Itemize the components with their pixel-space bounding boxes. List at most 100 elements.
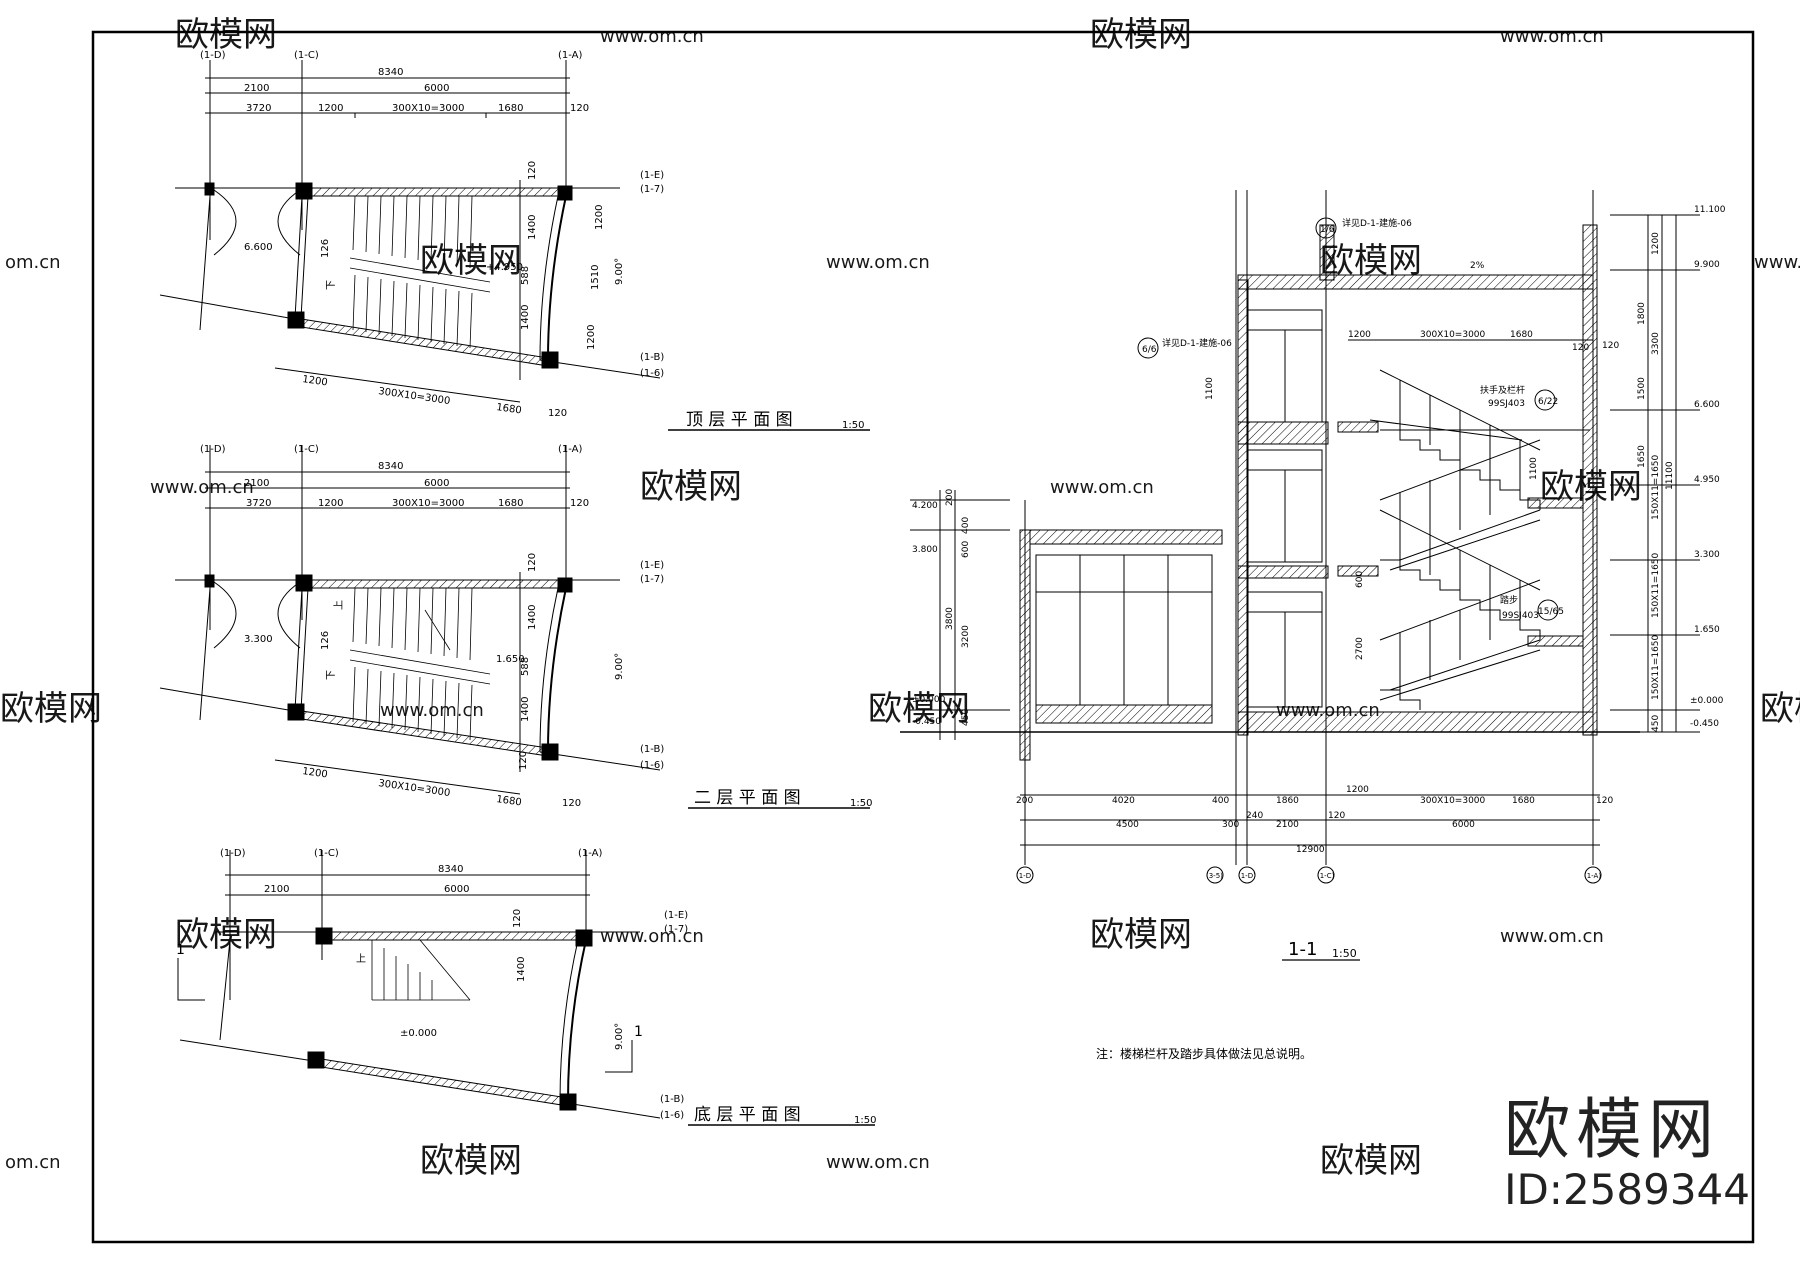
section-dim-bottom: 240 <box>1246 811 1263 821</box>
section-dim-bottom: 1680 <box>1512 796 1535 806</box>
second-dim: 1200 <box>318 498 343 509</box>
brand-stamp: 欧模网 ID:2589344 <box>1504 1094 1750 1214</box>
top-bottom-dim: 300X10=3000 <box>378 386 451 407</box>
top-plan-title: 顶 层 平 面 图 <box>686 410 793 430</box>
section-axis: (1-A) <box>1584 872 1601 880</box>
second-misc: 588 <box>520 657 531 676</box>
second-bottom-dim: 120 <box>562 798 581 809</box>
second-axis-label: (1-7) <box>640 574 664 585</box>
section-dim-right: 150X11=1650 <box>1651 454 1661 520</box>
top-bottom-dim: 1680 <box>496 402 523 416</box>
ground-plan-title: 底 层 平 面 图 <box>694 1105 801 1125</box>
watermark-url: www.om.cn <box>826 1152 930 1173</box>
section-dim-bottom: 120 <box>1328 811 1345 821</box>
ground-side-dim: 9.00° <box>614 1023 625 1050</box>
watermark-brand: 欧模网 <box>420 241 522 281</box>
second-dim: 3720 <box>246 498 271 509</box>
watermark-url: www.om.cn <box>1500 926 1604 947</box>
ground-level: ±0.000 <box>400 1028 437 1039</box>
second-dim: 2100 <box>244 478 269 489</box>
second-axis-label: (1-D) <box>200 444 226 455</box>
top-dim: 6000 <box>424 83 449 94</box>
top-dim: 8340 <box>378 67 403 78</box>
section-dim-left: 3200 <box>961 625 971 648</box>
ground-axis-label: (1-E) <box>664 910 688 921</box>
section-1-1 <box>900 190 1700 961</box>
second-bottom-dim: 1200 <box>302 766 329 780</box>
section-detail-ref: 6/6 <box>1142 345 1157 355</box>
watermark-brand: 欧模网 <box>420 1141 522 1181</box>
section-dim-inner: 1200 <box>1348 330 1371 340</box>
section-dim-bottom: 6000 <box>1452 820 1475 830</box>
top-axis-label: (1-A) <box>558 50 582 61</box>
second-bottom-dim: 300X10=3000 <box>378 778 451 799</box>
section-dim-left: 450 <box>961 709 971 726</box>
section-dim-left: 3800 <box>945 607 955 630</box>
second-dim: 6000 <box>424 478 449 489</box>
section-dim-bottom: 4500 <box>1116 820 1139 830</box>
section-dim-inner: 600 <box>1355 571 1365 588</box>
section-dim-right: 1650 <box>1637 445 1647 468</box>
second-bottom-dim: 1680 <box>496 794 523 808</box>
section-dim-bottom: 1860 <box>1276 796 1299 806</box>
section-dim-inner: 120 <box>1602 341 1619 351</box>
plan-ground-floor-labels: (1-D) (1-C) (1-A) (1-E) (1-7) (1-B) (1-6… <box>176 848 876 1126</box>
ground-axis-label: (1-A) <box>578 848 602 859</box>
section-level-right: ±0.000 <box>1690 696 1724 706</box>
top-side-dim: 120 <box>527 161 538 180</box>
watermark-url: www.om.cn <box>826 252 930 273</box>
plan-second-floor-labels: (1-D) (1-C) (1-A) (1-E) (1-7) (1-B) (1-6… <box>200 444 872 809</box>
section-note: 99SJ403 <box>1502 611 1539 621</box>
watermark-brand: 欧模网 <box>868 689 970 729</box>
ground-side-dim: 120 <box>512 909 523 928</box>
watermark-brand: 欧模网 <box>1090 915 1192 955</box>
section-dim-right: 1800 <box>1637 302 1647 325</box>
second-dim: 1680 <box>498 498 523 509</box>
general-note: 注：楼梯栏杆及踏步具体做法见总说明。 <box>1096 1046 1312 1061</box>
section-note: 踏步 <box>1500 594 1518 606</box>
section-note: 详见D-1-建施-06 <box>1162 337 1232 349</box>
top-axis-label: (1-C) <box>294 50 319 61</box>
top-axis-label: (1-E) <box>640 170 664 181</box>
top-axis-label: (1-6) <box>640 368 664 379</box>
section-axis: (1-C) <box>1317 872 1335 880</box>
watermark-brand: 欧模网 <box>1540 467 1642 507</box>
watermark-url: www.om.cn <box>600 926 704 947</box>
ground-axis-label: (1-6) <box>660 1110 684 1121</box>
section-dim-right: 150X11=1650 <box>1651 552 1661 618</box>
section-dim-bottom: 1200 <box>1346 785 1369 795</box>
section-level-right: 1.650 <box>1694 625 1720 635</box>
second-axis-label: (1-C) <box>294 444 319 455</box>
section-dim-inner: 1100 <box>1205 377 1215 400</box>
section-level-left: 3.800 <box>912 545 938 555</box>
watermark-url-short: om.cn <box>5 1152 61 1173</box>
section-detail-ref: 15/65 <box>1538 607 1564 617</box>
top-side-dim: 1200 <box>586 325 597 350</box>
section-dim-left: 600 <box>961 541 971 558</box>
top-side-dim: 1400 <box>527 215 538 240</box>
top-dim: 1200 <box>318 103 343 114</box>
plan-top-floor-labels: (1-D) (1-C) (1-A) (1-E) (1-7) (1-B) (1-6… <box>200 50 864 431</box>
second-dim: 300X10=3000 <box>392 498 465 509</box>
top-dim: 120 <box>570 103 589 114</box>
section-note: 扶手及栏杆 <box>1480 384 1525 396</box>
section-axis: (1-D) <box>1016 872 1034 880</box>
second-side-dim: 120 <box>527 553 538 572</box>
section-scale: 1:50 <box>1332 947 1357 960</box>
section-dim-right: 1500 <box>1637 377 1647 400</box>
section-note: 99SJ403 <box>1488 399 1525 409</box>
section-detail-ref: 6/22 <box>1538 397 1558 407</box>
section-level-left: 4.200 <box>912 501 938 511</box>
second-side-dim: 120 <box>518 751 529 770</box>
top-side-dim: 1200 <box>594 205 605 230</box>
second-plan-title: 二 层 平 面 图 <box>694 788 801 808</box>
top-dim: 2100 <box>244 83 269 94</box>
second-dim: 8340 <box>378 461 403 472</box>
section-dim-inner: 300X10=3000 <box>1420 330 1486 340</box>
ground-section-mark: 1 <box>634 1024 643 1040</box>
drawing-border <box>91 30 1755 1244</box>
section-level-right: 11.100 <box>1694 205 1726 215</box>
ground-misc: 上 <box>356 953 366 965</box>
second-misc: 下 <box>326 670 337 680</box>
